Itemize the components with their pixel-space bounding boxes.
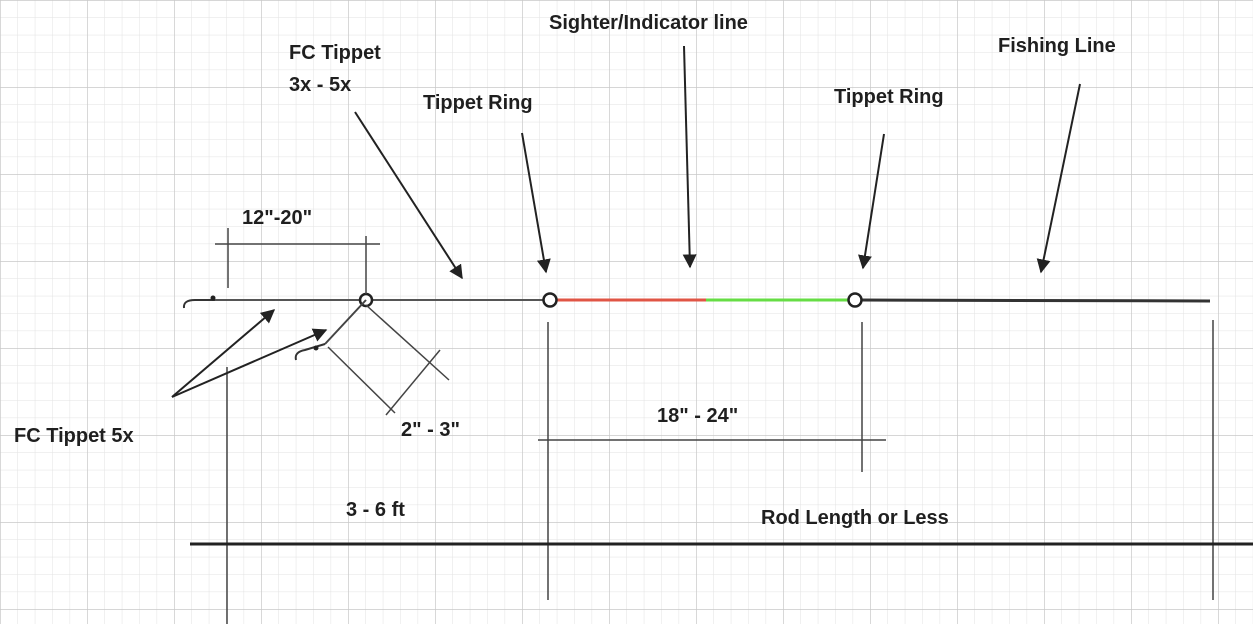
arrow-tippet-ring-left (521, 132, 551, 274)
label-dim-12-20: 12"-20" (242, 207, 312, 229)
arrow-fishing-line (1036, 83, 1081, 274)
dim-2-3-line (385, 349, 441, 416)
label-fc-tippet-top-2: 3x - 5x (289, 74, 351, 96)
label-fc-tippet-top-1: FC Tippet (289, 42, 381, 64)
arrow-tippet-ring-right (858, 133, 885, 270)
dropper-hook-icon (294, 343, 326, 361)
tippet-ring-left (542, 292, 558, 308)
label-sighter: Sighter/Indicator line (549, 12, 748, 34)
dropper-bead (313, 345, 319, 351)
dim-2-3-tick-b (365, 304, 450, 381)
label-dim-2-3: 2" - 3" (401, 419, 460, 441)
label-rod-length: Rod Length or Less (761, 507, 949, 529)
arrow-fc-5x-a (171, 309, 276, 398)
label-dim-3-6: 3 - 6 ft (346, 499, 405, 521)
label-fishing-line: Fishing Line (998, 35, 1116, 57)
arrow-sighter (682, 45, 697, 269)
label-dim-18-24: 18" - 24" (657, 405, 738, 427)
label-tippet-ring-right: Tippet Ring (834, 86, 944, 108)
arrow-fc-5x-b (171, 328, 328, 398)
tippet-ring-right (847, 292, 863, 308)
fishing-line (859, 298, 1211, 303)
dim-2-3-tick-a (327, 346, 396, 414)
arrow-fc-tippet (354, 111, 463, 280)
dropper-tag-line (324, 299, 367, 345)
label-fc-tippet-5x: FC Tippet 5x (14, 425, 134, 447)
fly-bead (210, 295, 216, 301)
hook-icon (182, 299, 215, 309)
label-tippet-ring-left: Tippet Ring (423, 92, 533, 114)
